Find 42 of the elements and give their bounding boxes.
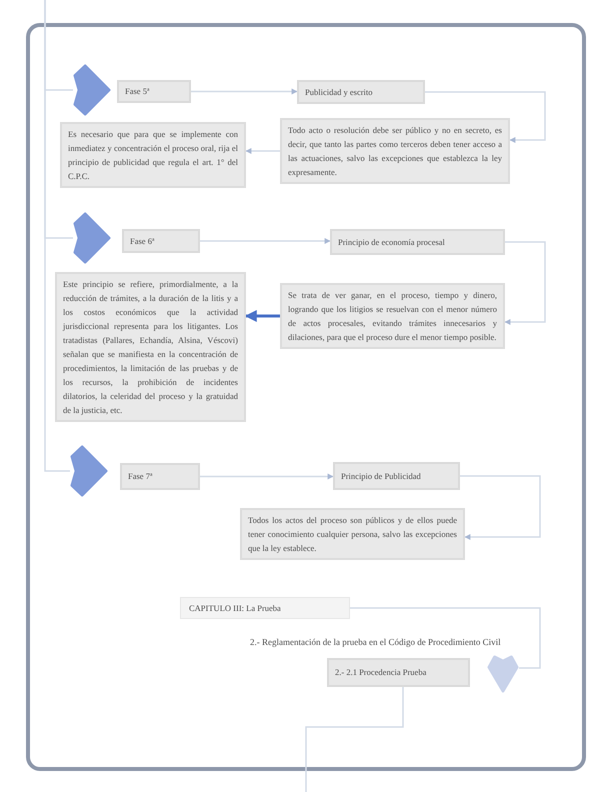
arrow — [244, 310, 280, 322]
box-label: Fase 6ª — [130, 236, 156, 246]
box-text: Se trata de ver ganar, en el proceso, tiempo y dinero, logrando que los litigios se resuelvan con el menor número de actos procesales, evitando trámites innecesarios y dilaciones, para que el proceso dure el menor tiempo posible. — [288, 289, 497, 344]
chevron-shape — [73, 212, 111, 264]
connector-line — [44, 0, 70, 472]
box-label: Principio de Publicidad — [341, 470, 422, 482]
arrow — [191, 88, 298, 94]
box-label: Publicidad y escrito — [305, 86, 374, 98]
process-box — [330, 229, 505, 255]
arrow — [200, 238, 331, 244]
box-text: Es necesario que para que se implemente con inmediatez y concentración el proceso oral, rija el principio de publicidad que regula el art. 1° del C.P.C. — [68, 128, 238, 183]
box-label: 2.- 2.1 Procedencia Prueba — [335, 667, 428, 678]
box-label: Principio de economía procesal — [338, 236, 446, 248]
arrow — [245, 148, 280, 154]
box-label: Fase 5ª — [125, 86, 150, 97]
box-text: Todo acto o resolución debe ser público y no en secreto, es decir, que tanto las partes como terceros deben tener acceso a las actuaciones, salvo las excepciones que establezca la ley expresamente. — [288, 124, 502, 179]
connector-line — [305, 687, 404, 792]
process-box — [333, 462, 460, 490]
chevron-shape — [487, 655, 519, 693]
heading-box — [180, 597, 350, 619]
box-text: Este principio se refiere, primordialmente, a la reducción de trámites, a la duración de la litis y a los costos económicos que la actividad jurisdiccional representa para los litigantes. Los tratadistas (Pallares, Echandía, Alsina, Véscovi) señalan que se manifiesta en la concentración de procedimientos, la limitación de las pruebas y de los recursos, la prohibición de incidentes dilatorios, la celeridad del proceso y la gratuidad de la justicia, etc. — [63, 278, 238, 417]
text-box — [280, 118, 510, 184]
connector-line — [350, 607, 541, 669]
text-box — [280, 283, 505, 349]
arrow — [504, 241, 546, 325]
process-box — [117, 80, 191, 103]
text-box — [60, 122, 246, 188]
arrow — [425, 91, 546, 143]
process-box — [122, 229, 200, 253]
arrow — [200, 474, 334, 480]
process-box — [297, 80, 425, 104]
process-box — [120, 463, 200, 490]
chevron-shape — [70, 445, 108, 497]
process-box — [327, 658, 470, 687]
text-box — [240, 508, 465, 560]
box-label: CAPITULO III: La Prueba — [189, 602, 282, 614]
chevron-shape — [73, 64, 111, 116]
arrow — [460, 475, 541, 540]
box-label: Fase 7ª — [128, 471, 154, 482]
text-box — [55, 272, 246, 422]
box-text: Todos los actos del proceso son públicos y de ellos puede tener conocimiento cualquier persona, salvo las excepciones que la ley establece. — [248, 514, 457, 555]
heading-text: 2.- Reglamentación de la prueba en el Código de Procedimiento Civil — [250, 636, 501, 648]
